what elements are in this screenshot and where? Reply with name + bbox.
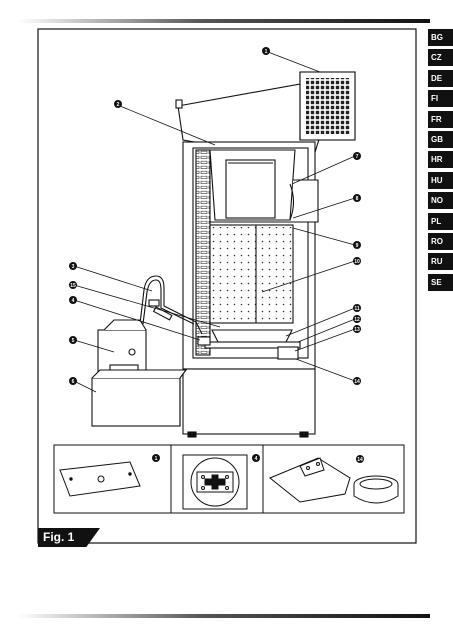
detail-plate [59,461,141,497]
svg-text:9: 9 [356,243,359,249]
lang-tab-ru[interactable]: RU [428,253,453,271]
heater-cabinet [182,141,319,438]
fuel-tank [91,319,188,427]
svg-text:15: 15 [70,283,76,289]
lang-tab-ro[interactable]: RO [428,232,453,250]
lang-tab-fi[interactable]: FI [428,90,453,108]
svg-text:8: 8 [356,196,359,202]
callout-4: 4 [69,296,77,304]
callout-7: 7 [353,152,361,160]
svg-text:12: 12 [354,317,360,323]
language-tabs: BG CZ DE FI FR GB HR HU NO PL RO RU SE [428,29,453,294]
callout-1: 1 [262,47,270,55]
lang-tab-no[interactable]: NO [428,192,453,210]
callout-2: 2 [114,100,122,108]
lang-tab-pl[interactable]: PL [428,212,453,230]
blower-housing [175,71,356,163]
figure-label: Fig. 1 [38,528,100,547]
callout-14: 14 [353,377,361,385]
svg-text:14: 14 [354,379,360,385]
svg-text:11: 11 [354,306,360,312]
figure-frame [37,28,417,544]
lang-tab-de[interactable]: DE [428,69,453,87]
callout-11: 11 [353,304,361,312]
svg-text:2: 2 [117,102,120,108]
detail-callout-1: 1 [152,454,160,462]
lang-tab-hu[interactable]: HU [428,171,453,189]
callout-12: 12 [353,315,361,323]
svg-text:7: 7 [356,154,359,160]
callout-3: 3 [69,262,77,270]
leader-lines [73,51,356,393]
svg-text:5: 5 [72,338,75,344]
callout-10: 10 [353,257,361,265]
svg-text:1: 1 [155,456,158,462]
svg-text:4: 4 [255,456,258,462]
detail-burner-base [182,454,248,510]
top-rule [18,19,430,23]
callout-9: 9 [353,241,361,249]
bottom-rule [18,614,430,618]
svg-text:14: 14 [357,457,363,463]
svg-text:1: 1 [265,49,268,55]
lang-tab-hr[interactable]: HR [428,151,453,169]
lang-tab-bg[interactable]: BG [428,29,453,46]
lang-tab-cz[interactable]: CZ [428,49,453,67]
callout-15: 15 [69,281,77,289]
svg-text:4: 4 [72,298,75,304]
callout-8: 8 [353,194,361,202]
lang-tab-gb[interactable]: GB [428,130,453,148]
callout-6: 6 [69,377,77,385]
svg-text:3: 3 [72,264,75,270]
detail-callout-4: 4 [252,454,260,462]
lang-tab-fr[interactable]: FR [428,110,453,128]
lang-tab-se[interactable]: SE [428,273,453,291]
svg-text:13: 13 [354,327,360,333]
detail-callout-14: 14 [356,455,364,463]
svg-text:6: 6 [72,379,75,385]
detail-bracket-ring [269,457,399,504]
callout-5: 5 [69,336,77,344]
svg-text:10: 10 [354,259,360,265]
callout-13: 13 [353,325,361,333]
